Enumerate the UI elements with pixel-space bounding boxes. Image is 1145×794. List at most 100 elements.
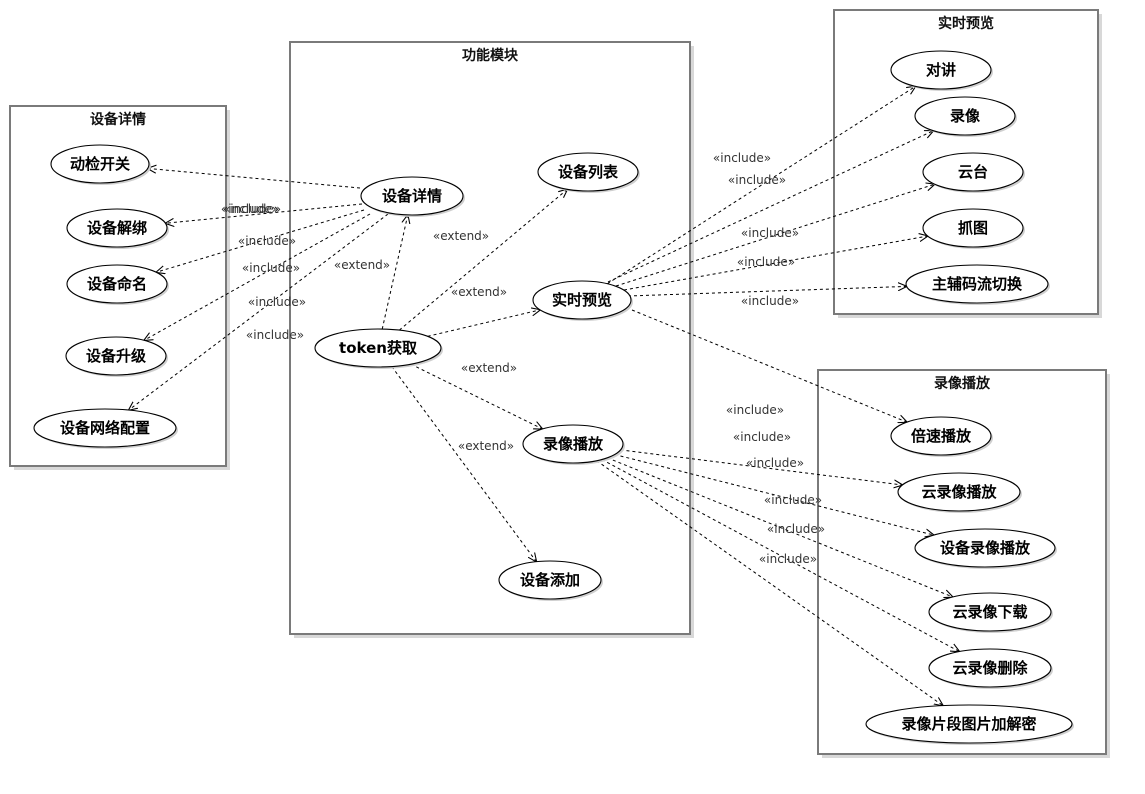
- use-case-label: 抓图: [958, 219, 988, 237]
- use-case-motion[interactable]: 动检开关: [50, 144, 151, 185]
- use-case-unbind[interactable]: 设备解绑: [66, 208, 169, 249]
- use-case-token[interactable]: token获取: [314, 328, 443, 369]
- use-case-ellipse[interactable]: [66, 264, 168, 304]
- use-case-ellipse[interactable]: [914, 528, 1056, 568]
- relation-token-to-live: [427, 310, 540, 337]
- relation-label: «extend»: [458, 439, 514, 453]
- use-case-ellipse[interactable]: [890, 50, 992, 90]
- use-case-ellipse[interactable]: [890, 416, 992, 456]
- use-case-ellipse[interactable]: [498, 560, 602, 600]
- relation-label: «include»: [726, 403, 784, 417]
- live-preview-box: 实时预览: [833, 9, 1102, 318]
- use-case-ellipse[interactable]: [537, 152, 639, 192]
- use-case-talk[interactable]: 对讲: [890, 50, 993, 91]
- relation-dev-detail-to-upgrade: [144, 213, 371, 340]
- use-case-dev-detail[interactable]: 设备详情: [360, 176, 465, 217]
- relation-dev-detail-to-unbind: [165, 203, 363, 223]
- use-case-record[interactable]: 录像: [914, 96, 1017, 137]
- use-case-label: 设备添加: [520, 571, 580, 589]
- device-details-box-title: 设备详情: [90, 111, 146, 128]
- relation-token-to-dev-add: [391, 366, 537, 562]
- relation-label: «include»: [737, 255, 795, 269]
- use-case-label: 云台: [958, 163, 988, 181]
- use-case-label: 云录像下载: [952, 603, 1027, 621]
- playback-box-title: 录像播放: [934, 375, 991, 392]
- use-case-label: 云录像删除: [952, 659, 1028, 677]
- use-case-upgrade[interactable]: 设备升级: [65, 336, 168, 377]
- use-case-label: 设备录像播放: [940, 539, 1031, 557]
- relation-label: «extend»: [433, 229, 489, 243]
- use-case-snapshot[interactable]: 抓图: [922, 208, 1025, 249]
- relation-label: «include»: [223, 202, 281, 216]
- use-case-ellipse[interactable]: [922, 208, 1024, 248]
- relation-live-to-talk: [607, 86, 915, 285]
- use-case-ellipse[interactable]: [928, 592, 1052, 632]
- use-case-label: 设备解绑: [87, 219, 147, 237]
- use-case-ellipse[interactable]: [897, 472, 1021, 512]
- use-case-ellipse[interactable]: [33, 408, 177, 448]
- relation-label: «include»: [741, 294, 799, 308]
- relation-token-to-playback: [410, 363, 543, 429]
- use-case-ellipse[interactable]: [314, 328, 442, 368]
- use-case-live[interactable]: 实时预览: [532, 280, 633, 321]
- use-case-cloud-del[interactable]: 云录像删除: [928, 648, 1053, 689]
- use-case-ellipse[interactable]: [522, 424, 624, 464]
- function-module-box-title: 功能模块: [462, 47, 519, 64]
- use-case-label: 主辅码流切换: [932, 275, 1023, 293]
- use-case-ellipse[interactable]: [914, 96, 1016, 136]
- use-case-decrypt[interactable]: 录像片段图片加解密: [865, 704, 1074, 745]
- use-case-ellipse[interactable]: [928, 648, 1052, 688]
- use-case-rename[interactable]: 设备命名: [66, 264, 169, 305]
- relation-playback-to-decrypt: [596, 460, 943, 706]
- use-case-dev-list[interactable]: 设备列表: [537, 152, 640, 193]
- relation-label: «include»: [248, 295, 306, 309]
- use-case-ellipse[interactable]: [532, 280, 632, 320]
- use-case-ellipse[interactable]: [922, 152, 1024, 192]
- use-case-ellipse[interactable]: [66, 208, 168, 248]
- use-case-dev-play[interactable]: 设备录像播放: [914, 528, 1057, 569]
- use-case-label: 设备网络配置: [60, 419, 150, 437]
- use-case-label: 设备列表: [558, 163, 619, 181]
- relation-label: «include»: [242, 261, 300, 275]
- use-case-playback[interactable]: 录像播放: [522, 424, 625, 465]
- relation-playback-to-cloud-play: [620, 449, 903, 485]
- use-case-ellipse[interactable]: [50, 144, 150, 184]
- use-case-cloud-play[interactable]: 云录像播放: [897, 472, 1022, 513]
- live-preview-box-title: 实时预览: [938, 15, 994, 32]
- use-case-label: 动检开关: [70, 155, 130, 173]
- use-case-netcfg[interactable]: 设备网络配置: [33, 408, 178, 449]
- use-case-cloud-dl[interactable]: 云录像下载: [928, 592, 1053, 633]
- use-case-label: 录像: [950, 107, 981, 125]
- use-case-ptz[interactable]: 云台: [922, 152, 1025, 193]
- relation-live-to-ptz: [615, 184, 935, 287]
- relation-dev-detail-to-rename: [156, 209, 365, 272]
- relation-playback-to-cloud-dl: [607, 457, 952, 597]
- relation-dev-detail-to-netcfg: [129, 213, 389, 410]
- use-case-label: 设备命名: [87, 275, 147, 293]
- relation-playback-to-dev-play: [614, 454, 934, 536]
- use-case-ellipse[interactable]: [360, 176, 464, 216]
- use-case-ellipse[interactable]: [65, 336, 167, 376]
- use-case-dev-add[interactable]: 设备添加: [498, 560, 603, 601]
- use-case-stream[interactable]: 主辅码流切换: [905, 264, 1050, 305]
- relation-label: «extend»: [451, 285, 507, 299]
- relation-label: «include»: [764, 493, 822, 507]
- relation-token-to-dev-detail: [381, 215, 408, 330]
- relation-label: «include»: [713, 151, 771, 165]
- use-case-ellipse[interactable]: [865, 704, 1073, 744]
- function-module-box: 功能模块: [289, 41, 694, 638]
- relation-label: «include»: [767, 522, 825, 536]
- relation-label: «include»: [238, 234, 296, 248]
- use-case-ellipse[interactable]: [905, 264, 1049, 304]
- relation-playback-to-cloud-del: [601, 459, 960, 652]
- relation-token-to-dev-list: [399, 189, 567, 331]
- relation-label: «extend»: [334, 258, 390, 272]
- relation-label: «include»: [746, 456, 804, 470]
- use-case-speed[interactable]: 倍速播放: [890, 416, 993, 457]
- use-case-label: 录像片段图片加解密: [901, 715, 1036, 733]
- use-case-label: 设备详情: [382, 187, 442, 205]
- relation-label: «include»: [728, 173, 786, 187]
- use-case-label: 对讲: [926, 61, 956, 79]
- relation-live-to-stream: [627, 286, 907, 297]
